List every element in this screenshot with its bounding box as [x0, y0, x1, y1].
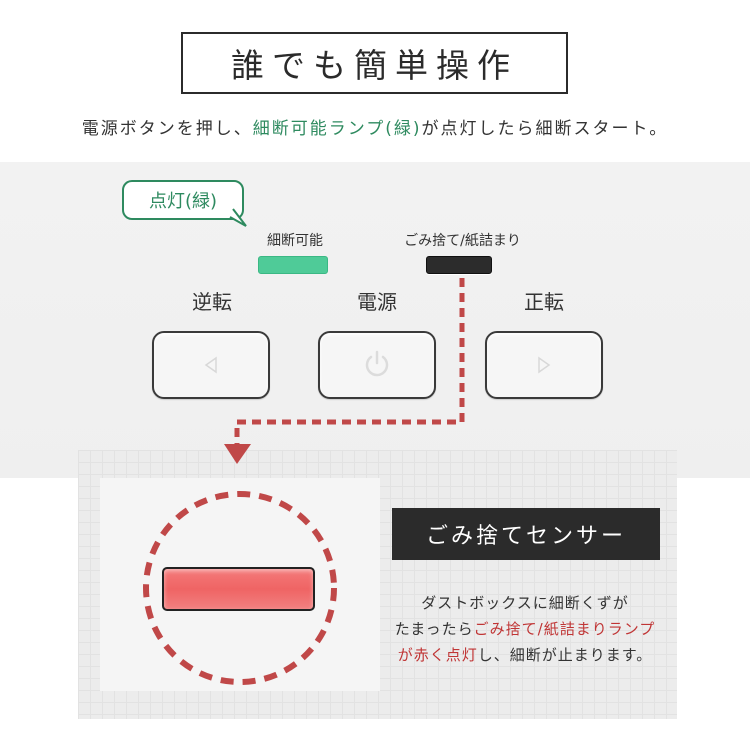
reverse-button[interactable]	[152, 331, 270, 399]
subtitle-highlight: 細断可能ランプ(緑)	[252, 119, 422, 139]
desc-line-2-text: たまったら	[394, 620, 474, 638]
desc-line-2: たまったらごみ捨て/紙詰まりランプ	[370, 616, 680, 642]
bin-full-lamp-lit-red	[162, 567, 315, 611]
triangle-right-icon	[538, 356, 551, 374]
bin-full-jam-lamp	[426, 256, 492, 274]
power-button[interactable]	[318, 331, 436, 399]
desc-line-2-highlight: ごみ捨て/紙詰まりランプ	[473, 620, 656, 638]
desc-line-1-text: ダストボックスに細断くずが	[421, 594, 629, 612]
forward-button-label: 正転	[524, 290, 564, 314]
sensor-title: ごみ捨てセンサー	[392, 508, 660, 560]
triangle-left-icon	[204, 356, 217, 374]
callout-tail-icon	[228, 208, 247, 227]
shred-ready-lamp-label: 細断可能	[267, 233, 323, 249]
desc-line-3-text: し、細断が止まります。	[477, 646, 653, 664]
subtitle-part3: が点灯したら細断スタート。	[421, 119, 669, 139]
page-title-text: 誰でも簡単操作	[231, 46, 518, 85]
sensor-title-text: ごみ捨てセンサー	[425, 524, 626, 549]
callout-text: 点灯(緑)	[148, 191, 218, 212]
subtitle: 電源ボタンを押し、細断可能ランプ(緑)が点灯したら細断スタート。	[0, 114, 750, 139]
sensor-description: ダストボックスに細断くずが たまったらごみ捨て/紙詰まりランプ が赤く点灯し、細…	[370, 590, 680, 668]
page-title: 誰でも簡単操作	[181, 32, 568, 94]
desc-line-1: ダストボックスに細断くずが	[370, 590, 680, 616]
shred-ready-lamp	[258, 256, 328, 274]
bin-full-jam-lamp-label: ごみ捨て/紙詰まり	[404, 233, 521, 249]
power-button-label: 電源	[357, 290, 397, 314]
reverse-button-label: 逆転	[192, 290, 232, 314]
desc-line-3: が赤く点灯し、細断が止まります。	[370, 642, 680, 668]
subtitle-part1: 電源ボタンを押し、	[81, 119, 253, 139]
control-panel-image	[0, 162, 750, 478]
lit-green-callout: 点灯(緑)	[122, 180, 244, 220]
desc-line-3-highlight: が赤く点灯	[397, 646, 478, 664]
forward-button[interactable]	[485, 331, 603, 399]
power-icon	[365, 350, 389, 377]
